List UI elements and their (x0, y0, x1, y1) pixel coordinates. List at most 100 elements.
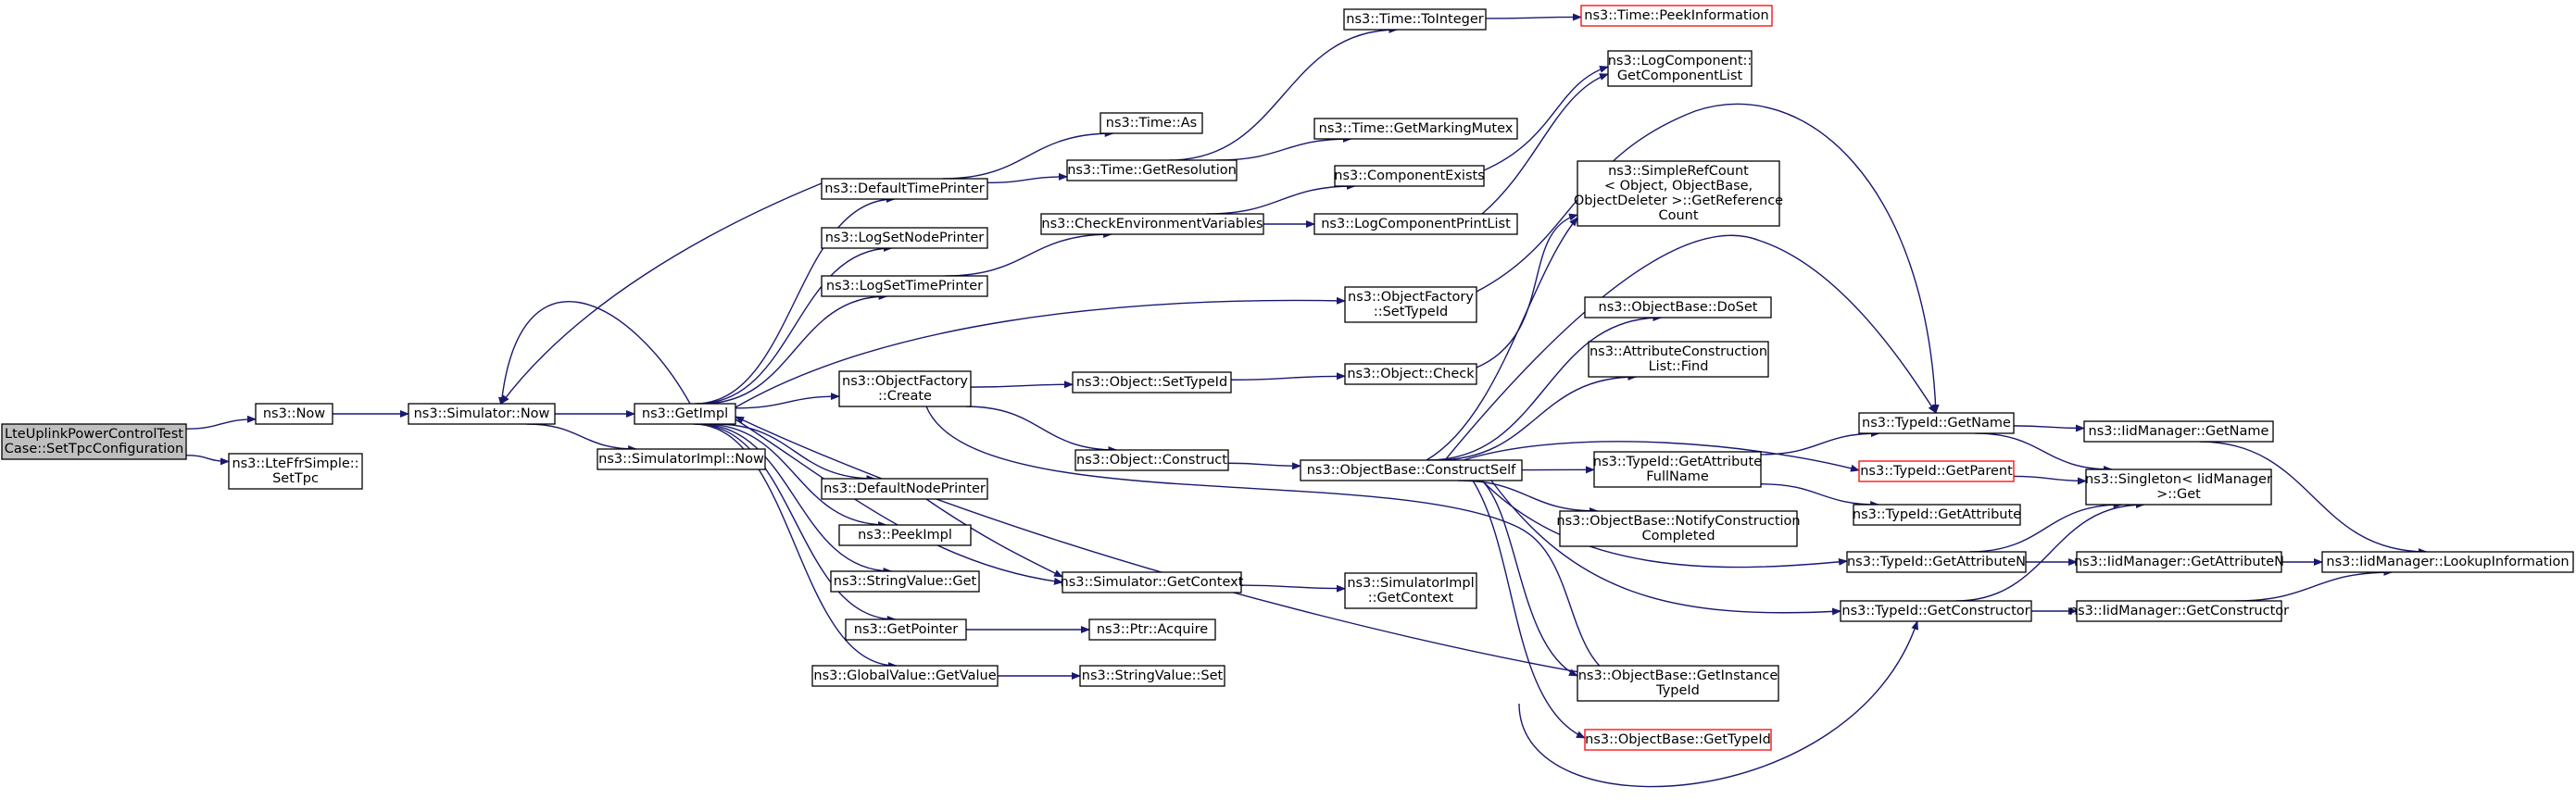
edge-timegetres-to-toint (1169, 26, 1399, 161)
node-simgetctx[interactable]: ns3::Simulator::GetContext (1061, 571, 1244, 593)
node-singletonget[interactable]: ns3::Singleton< IidManager>::Get (2085, 468, 2272, 506)
node-label: ns3::StringValue::Get (834, 574, 977, 589)
edge-arrow (1240, 584, 1346, 593)
node-label: Case::SetTpcConfiguration (5, 442, 183, 456)
node-svget[interactable]: ns3::StringValue::Get (830, 570, 980, 593)
node-lsnp[interactable]: ns3::LogSetNodePrinter (821, 227, 988, 249)
node-obgettid[interactable]: ns3::ObjectBase::GetTypeId (1584, 729, 1772, 751)
node-iidgetctor[interactable]: ns3::IidManager::GetConstructor (2069, 600, 2289, 622)
edge-tidgetattrn-to-singletonget (1969, 501, 2123, 553)
edge-compexists-to-logcomplist (1483, 65, 1609, 171)
node-label: ns3::DefaultNodePrinter (823, 481, 986, 496)
node-box (1853, 504, 2021, 526)
node-simimplgetctx[interactable]: ns3::SimulatorImpl::GetContext (1344, 572, 1477, 609)
node-gvget[interactable]: ns3::GlobalValue::GetValue (811, 665, 999, 687)
node-lteffr[interactable]: ns3::LteFfrSimple::SetTpc (228, 453, 363, 490)
node-toint[interactable]: ns3::Time::ToInteger (1343, 8, 1487, 31)
node-dtp[interactable]: ns3::DefaultTimePrinter (821, 178, 988, 200)
node-label: ns3::LogComponentPrintList (1321, 217, 1511, 231)
edge-tidgetattrfull-to-tidgetattr (1760, 483, 1880, 508)
node-markmutex[interactable]: ns3::Time::GetMarkingMutex (1313, 118, 1518, 140)
node-label: ::SetTypeId (1374, 305, 1448, 319)
node-timegetres[interactable]: ns3::Time::GetResolution (1066, 159, 1238, 181)
node-label: ns3::CheckEnvironmentVariables (1041, 217, 1263, 231)
node-tidgetctor[interactable]: ns3::TypeId::GetConstructor (1840, 600, 2032, 622)
node-tidgetattrn[interactable]: ns3::TypeId::GetAttributeN (1846, 551, 2027, 573)
node-box (811, 665, 999, 687)
node-getimpl[interactable]: ns3::GetImpl (634, 403, 736, 425)
node-now[interactable]: ns3::Now (255, 403, 333, 425)
edge-getimpl-to-svget (697, 423, 893, 575)
node-label: ns3::Object::Check (1347, 367, 1475, 381)
node-iidgetattrn[interactable]: ns3::IidManager::GetAttributeN (2074, 551, 2284, 573)
edge-obconstructself-to-tidgetctor (1490, 480, 1841, 616)
node-label: LteUplinkPowerControlTest (5, 427, 183, 442)
node-box (2085, 468, 2272, 506)
edge-root-to-now (185, 415, 257, 430)
node-tidgetattr[interactable]: ns3::TypeId::GetAttribute (1853, 504, 2021, 526)
node-label: ns3::Object::Construct (1076, 453, 1227, 468)
edge-dtp-to-timegetres (986, 172, 1068, 183)
node-simplerefcount[interactable]: ns3::SimpleRefCount< Object, ObjectBase,… (1574, 160, 1783, 227)
edge-ofcreate-to-objsettid (970, 381, 1074, 389)
edge-toint-to-peekinfo (1485, 13, 1582, 21)
edge-arrow (185, 454, 230, 466)
node-label: ns3::TypeId::GetAttribute (1593, 455, 1762, 469)
node-ptracquire[interactable]: ns3::Ptr::Acquire (1088, 618, 1216, 641)
node-simimplnow[interactable]: ns3::SimulatorImpl::Now (597, 448, 766, 470)
edge-obconstructself-to-obdoset (1427, 314, 1663, 461)
edge-obconstructself-to-tidgetname (1444, 234, 1937, 461)
node-obconstructself[interactable]: ns3::ObjectBase::ConstructSelf (1300, 459, 1523, 481)
node-simnow[interactable]: ns3::Simulator::Now (408, 403, 556, 425)
node-iidlookup[interactable]: ns3::IidManager::LookupInformation (2321, 551, 2574, 573)
node-label: ns3::TypeId::GetParent (1860, 464, 2013, 479)
node-svset[interactable]: ns3::StringValue::Set (1079, 665, 1225, 687)
node-box (1074, 449, 1229, 471)
edge-logcompprint-to-logcomplist (1481, 73, 1609, 215)
node-label: ns3::Time::GetResolution (1067, 163, 1237, 178)
node-checkenv[interactable]: ns3::CheckEnvironmentVariables (1040, 213, 1264, 235)
node-peekimpl[interactable]: ns3::PeekImpl (838, 524, 972, 546)
node-label: ns3::LogComponent:: (1608, 54, 1753, 69)
node-objcheck[interactable]: ns3::Object::Check (1344, 363, 1477, 385)
edge-arrow (697, 423, 893, 575)
edge-getimpl-to-gvget (693, 423, 898, 669)
node-obdoset[interactable]: ns3::ObjectBase::DoSet (1584, 296, 1772, 319)
edge-arrow (1426, 217, 1578, 461)
node-getptr[interactable]: ns3::GetPointer (845, 618, 967, 641)
edge-arrow (500, 182, 823, 405)
node-box (1079, 665, 1225, 687)
node-box (1100, 112, 1203, 134)
node-label: ns3::TypeId::GetName (1862, 416, 2011, 431)
node-tidgetname[interactable]: ns3::TypeId::GetName (1858, 412, 2015, 434)
node-ofsettid[interactable]: ns3::ObjectFactory::SetTypeId (1344, 286, 1477, 323)
edge-arrow (1472, 480, 1586, 739)
node-label: ns3::Time::As (1106, 116, 1197, 131)
node-ofcreate[interactable]: ns3::ObjectFactory::Create (838, 370, 972, 407)
node-peekinfo[interactable]: ns3::Time::PeekInformation (1580, 5, 1773, 27)
node-timeas[interactable]: ns3::Time::As (1100, 112, 1203, 134)
edge-arrow (1969, 501, 2123, 553)
node-objconstruct[interactable]: ns3::Object::Construct (1074, 449, 1229, 471)
node-obnotify[interactable]: ns3::ObjectBase::NotifyConstructionCompl… (1556, 510, 1801, 547)
node-compexists[interactable]: ns3::ComponentExists (1334, 165, 1485, 187)
node-box (821, 227, 988, 249)
edge-arrow (2199, 441, 2428, 556)
node-label: ns3::TypeId::GetAttributeN (1847, 555, 2026, 569)
edge-arrow (1481, 480, 1848, 568)
node-label: ns3::ObjectBase::NotifyConstruction (1556, 514, 1800, 529)
edge-obconstructself-to-obgettid (1472, 480, 1586, 739)
node-logcompprint[interactable]: ns3::LogComponentPrintList (1313, 213, 1518, 235)
node-dnp[interactable]: ns3::DefaultNodePrinter (821, 478, 988, 500)
node-iidgetname[interactable]: ns3::IidManager::GetName (2083, 420, 2274, 443)
node-lstp[interactable]: ns3::LogSetTimePrinter (821, 275, 988, 297)
node-tidgetparent[interactable]: ns3::TypeId::GetParent (1858, 460, 2015, 482)
node-box (830, 570, 980, 593)
node-objsettid[interactable]: ns3::Object::SetTypeId (1072, 371, 1232, 394)
edge-simnow-to-simimplnow (526, 423, 638, 453)
node-label: GetComponentList (1617, 69, 1743, 83)
node-logcomplist[interactable]: ns3::LogComponent::GetComponentList (1607, 50, 1753, 87)
